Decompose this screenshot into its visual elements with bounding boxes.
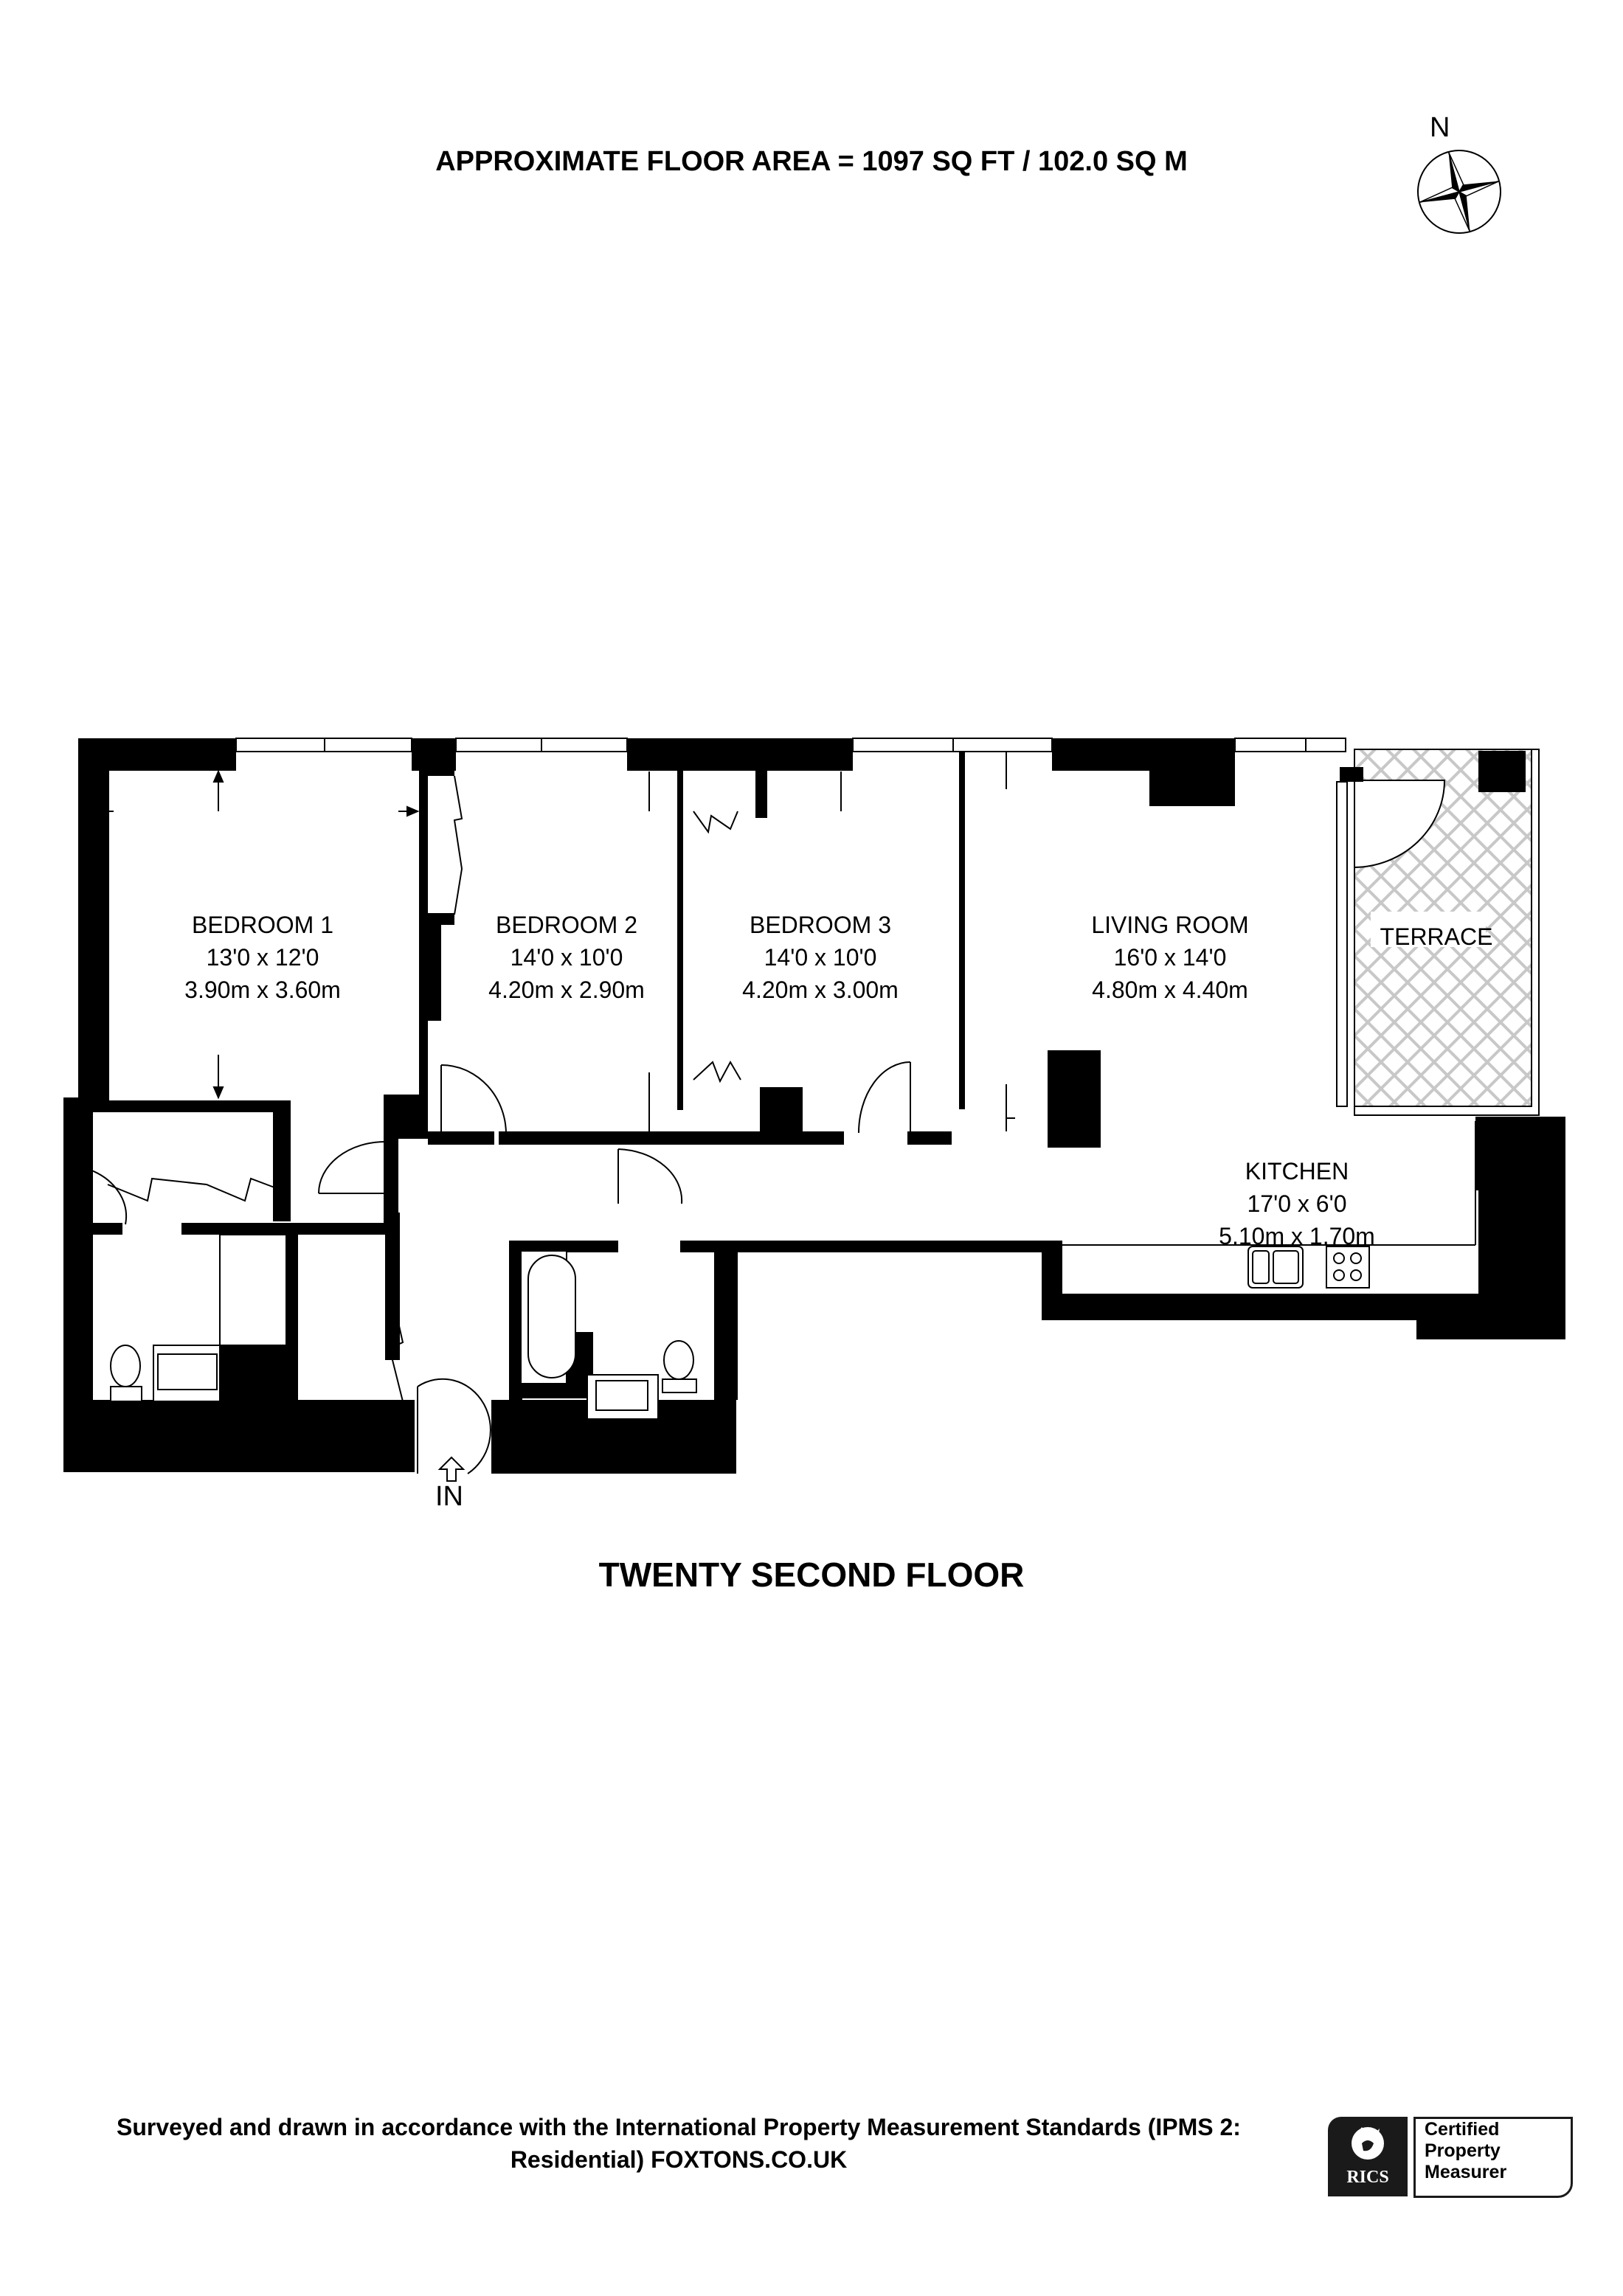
room-metric: 3.90m x 3.60m	[184, 977, 341, 1003]
room-kitchen: KITCHEN 17'0 x 6'0 5.10m x 1.70m	[1219, 1155, 1375, 1252]
entrance-label: IN	[435, 1481, 463, 1512]
walls	[63, 738, 1565, 1474]
room-imperial: 16'0 x 14'0	[1113, 944, 1227, 971]
floor-name: TWENTY SECOND FLOOR	[598, 1555, 1025, 1594]
room-imperial: 17'0 x 6'0	[1247, 1190, 1347, 1217]
rics-logo: RICS	[1328, 2117, 1408, 2196]
room-metric: 4.80m x 4.40m	[1092, 977, 1248, 1003]
footer-line-1: Surveyed and drawn in accordance with th…	[117, 2114, 1241, 2140]
room-name: LIVING ROOM	[1091, 912, 1249, 938]
footer-line-2: Residential) FOXTONS.CO.UK	[510, 2146, 848, 2173]
room-imperial: 14'0 x 10'0	[510, 944, 623, 971]
badge-line-3: Measurer	[1425, 2162, 1507, 2182]
certified-text-box: Certified Property Measurer	[1413, 2117, 1573, 2198]
room-bedroom-3: BEDROOM 3 14'0 x 10'0 4.20m x 3.00m	[742, 909, 899, 1006]
room-living-room: LIVING ROOM 16'0 x 14'0 4.80m x 4.40m	[1091, 909, 1248, 1006]
dimension-arrows	[92, 752, 1015, 1131]
room-terrace: TERRACE	[1380, 920, 1493, 953]
badge-line-1: Certified	[1425, 2119, 1500, 2140]
room-name: BEDROOM 2	[495, 912, 638, 938]
doors	[89, 775, 1476, 1474]
lion-icon	[1352, 2127, 1384, 2160]
room-imperial: 14'0 x 10'0	[764, 944, 877, 971]
rics-certified-badge: RICS Certified Property Measurer	[1328, 2117, 1576, 2198]
survey-footer: Surveyed and drawn in accordance with th…	[44, 2111, 1313, 2176]
room-imperial: 13'0 x 12'0	[206, 944, 319, 971]
badge-line-2: Property	[1425, 2140, 1501, 2161]
rics-text: RICS	[1346, 2168, 1389, 2187]
room-metric: 4.20m x 2.90m	[488, 977, 645, 1003]
room-name: BEDROOM 3	[749, 912, 892, 938]
bathroom-fixtures	[110, 1234, 697, 1420]
north-arrow-compass-icon	[1417, 150, 1501, 234]
room-metric: 5.10m x 1.70m	[1219, 1223, 1375, 1249]
windows	[235, 738, 1346, 752]
room-name: KITCHEN	[1245, 1158, 1349, 1185]
compass-north-label: N	[1430, 112, 1450, 143]
room-bedroom-2: BEDROOM 2 14'0 x 10'0 4.20m x 2.90m	[488, 909, 645, 1006]
room-metric: 4.20m x 3.00m	[742, 977, 899, 1003]
room-name: BEDROOM 1	[191, 912, 334, 938]
terrace-area	[1336, 749, 1540, 1116]
floor-area-title: APPROXIMATE FLOOR AREA = 1097 SQ FT / 10…	[435, 146, 1188, 177]
kitchen-fixtures	[1247, 1246, 1370, 1289]
entrance-arrow-icon	[437, 1456, 466, 1482]
room-name: TERRACE	[1380, 923, 1493, 950]
room-bedroom-1: BEDROOM 1 13'0 x 12'0 3.90m x 3.60m	[184, 909, 341, 1006]
